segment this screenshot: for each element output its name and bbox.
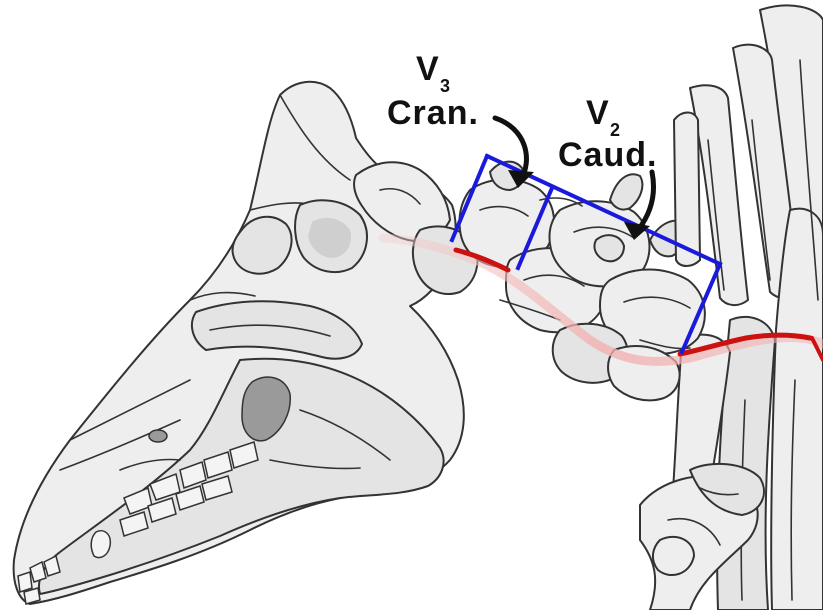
label-v3-subscript: 3: [440, 76, 450, 96]
label-v2: V 2 Caud.: [558, 94, 657, 174]
label-v3-word: Cran.: [387, 94, 479, 132]
label-v3: V 3 Cran.: [387, 50, 479, 132]
label-v2-letter: V: [586, 94, 610, 132]
skull: [14, 82, 464, 604]
label-v3-letter: V: [416, 50, 440, 88]
label-v2-word: Caud.: [558, 136, 657, 174]
